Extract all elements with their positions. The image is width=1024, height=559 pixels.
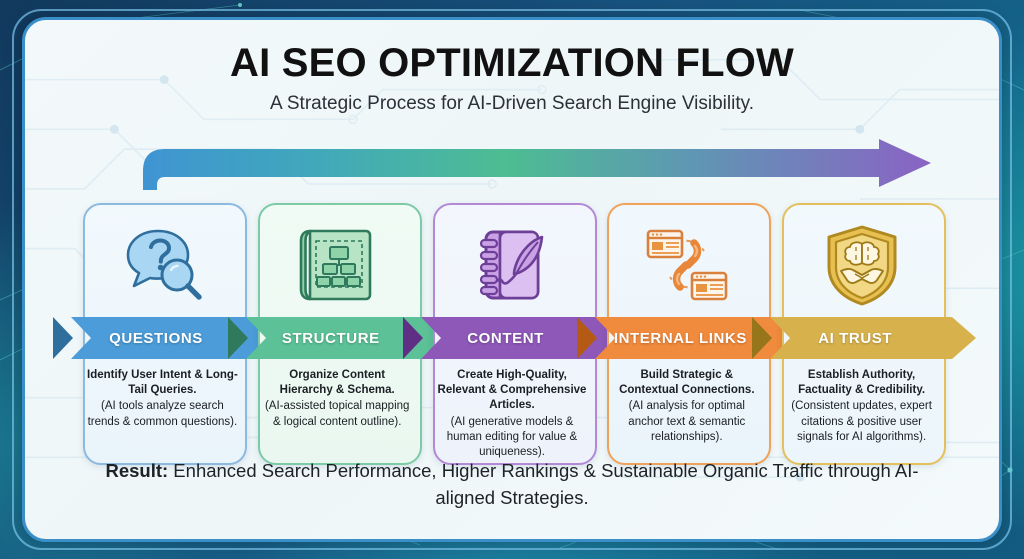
step-description-bold: Create High-Quality, Relevant & Comprehe…	[437, 369, 587, 412]
step-description-bold: Identify User Intent & Long-Tail Queries…	[87, 369, 238, 397]
page-title: AI SEO OPTIMIZATION FLOW	[229, 41, 795, 85]
header: AI SEO OPTIMIZATION FLOW A Strategic Pro…	[25, 42, 999, 115]
chain-link-pages-icon	[599, 215, 774, 315]
step-description: Create High-Quality, Relevant & Comprehe…	[437, 368, 588, 460]
step-description-bold: Organize Content Hierarchy & Schema.	[279, 369, 395, 397]
step-internal-links[interactable]: INTERNAL LINKS Build Strategic & Context…	[577, 203, 802, 465]
step-description-note: (Consistent updates, expert citations & …	[791, 400, 932, 443]
result-prefix: Result:	[105, 460, 169, 482]
top-flow-arrow	[143, 139, 931, 190]
step-ai-trust[interactable]: AI TRUST Establish Authority, Factuality…	[752, 203, 977, 465]
result-summary: Result: Enhanced Search Performance, Hig…	[105, 458, 919, 511]
notebook-quill-icon	[425, 215, 600, 315]
step-description: Establish Authority, Factuality & Credib…	[786, 368, 937, 445]
step-structure[interactable]: STRUCTURE Organize Content Hierarchy & S…	[227, 203, 452, 465]
steps-row: QUESTIONS Identify User Intent & Long-Ta…	[53, 203, 977, 465]
step-description-note: (AI generative models & human editing fo…	[446, 415, 578, 458]
step-description-note: (AI tools analyze search trends & common…	[87, 400, 238, 428]
step-description-note: (AI-assisted topical mapping & logical c…	[264, 400, 410, 428]
question-search-icon	[75, 215, 250, 315]
step-description-note: (AI analysis for optimal anchor text & s…	[628, 400, 746, 443]
step-description-bold: Establish Authority, Factuality & Credib…	[798, 369, 926, 397]
step-questions[interactable]: QUESTIONS Identify User Intent & Long-Ta…	[53, 203, 277, 465]
step-description: Build Strategic & Contextual Connections…	[611, 368, 762, 445]
blueprint-hierarchy-icon	[250, 215, 425, 315]
result-text: Enhanced Search Performance, Higher Rank…	[168, 460, 919, 508]
content-panel: AI SEO OPTIMIZATION FLOW A Strategic Pro…	[22, 17, 1002, 542]
step-description: Identify User Intent & Long-Tail Queries…	[87, 368, 238, 430]
shield-brain-handshake-icon	[774, 215, 949, 315]
step-description-bold: Build Strategic & Contextual Connections…	[619, 369, 755, 397]
panel-outer-outline	[12, 9, 1012, 550]
page-subtitle: A Strategic Process for AI-Driven Search…	[269, 93, 754, 114]
step-banner[interactable]: AI TRUST	[752, 317, 977, 359]
step-content[interactable]: CONTENT Create High-Quality, Relevant & …	[402, 203, 627, 465]
step-description: Organize Content Hierarchy & Schema. (AI…	[262, 368, 413, 430]
